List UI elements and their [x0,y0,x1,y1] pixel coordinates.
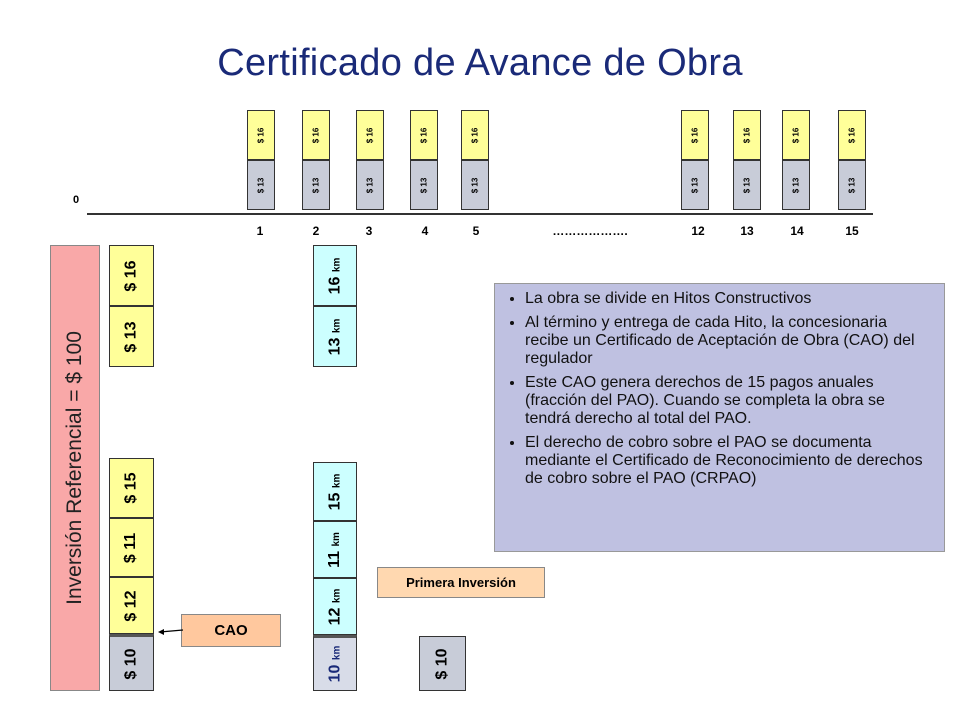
timeline-payment-label: $ 13 [256,177,266,193]
timeline-payment-label: $ 13 [742,177,752,193]
info-bullet: La obra se divide en Hitos Constructivos [525,290,934,308]
timeline-payment-label: $ 16 [847,127,857,143]
timeline-payment-16: $ 16 [410,110,438,160]
km-block: 11 km [313,521,357,578]
km-block-label: 10 km [325,645,343,683]
timeline-payment-13: $ 13 [733,160,761,210]
primera-inversion-value-label: $ 10 [433,647,451,680]
km-block: 13 km [313,306,357,367]
timeline-payment-label: $ 16 [311,127,321,143]
info-bullet: El derecho de cobro sobre el PAO se docu… [525,434,934,488]
tick-label: 5 [472,224,480,238]
investment-block: $ 11 [109,518,154,577]
investment-block-label: $ 15 [122,472,140,504]
timeline-payment-label: $ 16 [470,127,480,143]
timeline-payment-13: $ 13 [356,160,384,210]
timeline-payment-label: $ 16 [791,127,801,143]
primera-inversion-value: $ 10 [419,636,466,691]
timeline-payment-16: $ 16 [302,110,330,160]
cao-label: CAO [181,614,281,647]
timeline-payment-13: $ 13 [410,160,438,210]
investment-block: $ 13 [109,306,154,367]
tick-label: 15 [845,224,859,238]
timeline-payment-16: $ 16 [782,110,810,160]
timeline-payment-label: $ 16 [690,127,700,143]
km-block: 15 km [313,462,357,521]
timeline-payment-label: $ 13 [690,177,700,193]
timeline-payment-label: $ 13 [419,177,429,193]
km-block-label: 12 km [325,588,343,625]
arrow-left-icon [158,629,184,635]
tick-label: 2 [312,224,320,238]
km-block-label: 16 km [325,257,343,294]
timeline-payment-16: $ 16 [681,110,709,160]
tick-label: 1 [256,224,264,238]
inversion-referencial-label: Inversión Referencial = $ 100 [63,331,86,605]
info-box: La obra se divide en Hitos Constructivos… [494,283,945,552]
timeline-payment-16: $ 16 [838,110,866,160]
tick-label: 14 [790,224,804,238]
km-block-label: 11 km [325,531,343,568]
investment-block-label: $ 13 [122,320,140,353]
timeline-payment-16: $ 16 [461,110,489,160]
info-bullet: Al término y entrega de cada Hito, la co… [525,314,934,368]
tick-label: 3 [365,224,373,238]
info-bullet: Este CAO genera derechos de 15 pagos anu… [525,374,934,428]
timeline-payment-label: $ 13 [791,177,801,193]
timeline-payment-13: $ 13 [838,160,866,210]
investment-block-label: $ 12 [122,589,140,622]
tick-label: 4 [421,224,429,238]
investment-block-label: $ 10 [122,647,140,680]
km-block: 10 km [313,635,357,691]
investment-block-label: $ 16 [122,259,140,292]
timeline-payment-13: $ 13 [782,160,810,210]
km-block-label: 13 km [325,318,343,355]
investment-block: $ 12 [109,577,154,634]
timeline-payment-label: $ 16 [742,127,752,143]
investment-block: $ 15 [109,458,154,518]
investment-block: $ 10 [109,634,154,691]
km-block: 16 km [313,245,357,306]
timeline-payment-label: $ 16 [256,127,266,143]
timeline-payment-label: $ 13 [470,177,480,193]
tick-label: 13 [740,224,754,238]
primera-inversion-label: Primera Inversión [377,567,545,598]
investment-block-label: $ 11 [122,532,140,563]
km-block: 12 km [313,578,357,635]
timeline-payment-16: $ 16 [247,110,275,160]
timeline-payment-13: $ 13 [247,160,275,210]
timeline-payment-16: $ 16 [733,110,761,160]
page-title: Certificado de Avance de Obra [217,42,743,84]
timeline-zero-label: 0 [73,194,80,206]
timeline-payment-13: $ 13 [302,160,330,210]
tick-label: 12 [691,224,705,238]
timeline-payment-label: $ 16 [419,127,429,143]
timeline-payment-13: $ 13 [681,160,709,210]
inversion-referencial-box: Inversión Referencial = $ 100 [50,245,100,691]
info-bullets: La obra se divide en Hitos Constructivos… [505,290,934,488]
km-block-label: 15 km [325,473,343,510]
timeline-payment-label: $ 13 [847,177,857,193]
timeline-payment-13: $ 13 [461,160,489,210]
timeline-payment-label: $ 13 [365,177,375,193]
timeline-payment-16: $ 16 [356,110,384,160]
timeline-axis [87,213,873,215]
investment-block: $ 16 [109,245,154,306]
timeline-payment-label: $ 13 [311,177,321,193]
tick-ellipsis: ………………. [552,224,628,238]
timeline-payment-label: $ 16 [365,127,375,143]
